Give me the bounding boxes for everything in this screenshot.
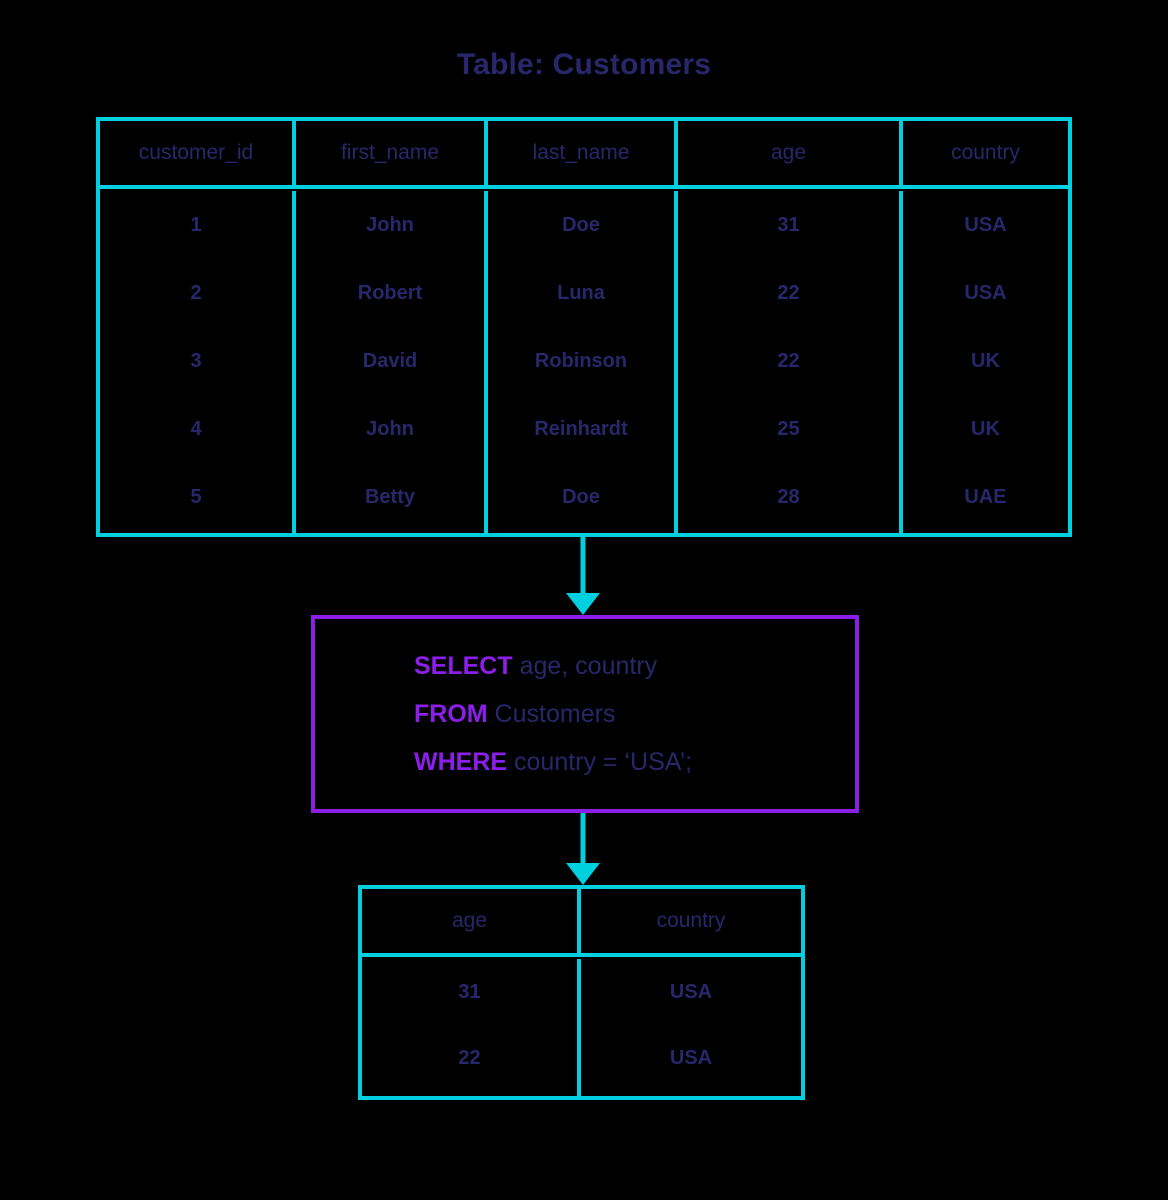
- result-header-row: age country: [362, 889, 801, 957]
- table-cell: 2: [190, 281, 202, 304]
- result-column-header-age: age: [362, 889, 581, 953]
- table-cell: Betty: [364, 485, 415, 508]
- customers-table: customer_id first_name last_name age cou…: [96, 117, 1072, 537]
- table-cell: 31: [777, 213, 800, 236]
- table-header-row: customer_id first_name last_name age cou…: [100, 121, 1068, 189]
- result-cell: USA: [669, 980, 713, 1003]
- table-cell: 4: [190, 417, 202, 440]
- arrow-shaft: [580, 813, 586, 865]
- arrow-head: [566, 863, 600, 885]
- table-cell: USA: [964, 281, 1007, 304]
- sql-keyword-where: WHERE: [414, 748, 508, 776]
- table-cell: Luna: [557, 281, 605, 304]
- table-cell: 1: [190, 213, 202, 236]
- table-cell: Reinhardt: [534, 417, 628, 440]
- table-cell: UK: [971, 417, 1000, 440]
- table-cell: John: [366, 213, 414, 236]
- table-cell: 22: [777, 281, 800, 304]
- query-line-from: FROM Customers: [414, 690, 855, 738]
- arrow-down-icon: [565, 537, 601, 615]
- query-line-select-rest: age, country: [512, 652, 658, 680]
- column-header-country: country: [951, 141, 1020, 164]
- table-column-age: 31 22 22 25 28: [678, 191, 903, 533]
- table-cell: David: [362, 349, 418, 372]
- table-cell: USA: [964, 213, 1007, 236]
- table-cell: Doe: [562, 213, 600, 236]
- table-body: 1 2 3 4 5 John Robert David John Betty D…: [100, 189, 1068, 533]
- table-cell: UK: [971, 349, 1000, 372]
- sql-query-box: SELECT age, country FROM Customers WHERE…: [311, 615, 859, 813]
- sql-keyword-from: FROM: [414, 700, 488, 728]
- table-cell: 22: [777, 349, 800, 372]
- query-line-select: SELECT age, country: [414, 642, 855, 690]
- result-body: 31 22 USA USA: [362, 957, 801, 1096]
- result-table: age country 31 22 USA USA: [358, 885, 805, 1100]
- result-cell: USA: [669, 1046, 713, 1069]
- table-cell: 25: [777, 417, 800, 440]
- page-title: Table: Customers: [456, 48, 712, 81]
- table-column-customer-id: 1 2 3 4 5: [100, 191, 296, 533]
- query-line-from-rest: Customers: [487, 700, 616, 728]
- table-cell: 5: [190, 485, 202, 508]
- arrow-down-icon: [565, 813, 601, 885]
- result-cell: 22: [458, 1046, 481, 1069]
- query-line-where: WHERE country = ‘USA’;: [414, 738, 855, 786]
- table-cell: 28: [777, 485, 800, 508]
- result-column-age: 31 22: [362, 959, 581, 1096]
- result-column-header-country: country: [656, 909, 726, 932]
- table-cell: 3: [190, 349, 202, 372]
- arrow-shaft: [580, 537, 586, 595]
- query-line-where-rest: country = ‘USA’;: [507, 748, 693, 776]
- table-cell: UAE: [964, 485, 1007, 508]
- result-cell: 31: [458, 980, 481, 1003]
- arrow-head: [566, 593, 600, 615]
- table-cell: Robert: [357, 281, 423, 304]
- column-header-last-name: last_name: [488, 121, 678, 185]
- result-column-country: USA USA: [581, 959, 801, 1096]
- table-cell: Doe: [562, 485, 600, 508]
- column-header-customer-id: customer_id: [100, 121, 296, 185]
- table-column-country: USA USA UK UK UAE: [903, 191, 1068, 533]
- table-cell: Robinson: [534, 349, 628, 372]
- table-cell: John: [366, 417, 414, 440]
- column-header-age: age: [678, 121, 903, 185]
- column-header-first-name: first_name: [296, 121, 488, 185]
- table-column-last-name: Doe Luna Robinson Reinhardt Doe: [488, 191, 678, 533]
- sql-keyword-select: SELECT: [414, 652, 513, 680]
- table-column-first-name: John Robert David John Betty: [296, 191, 488, 533]
